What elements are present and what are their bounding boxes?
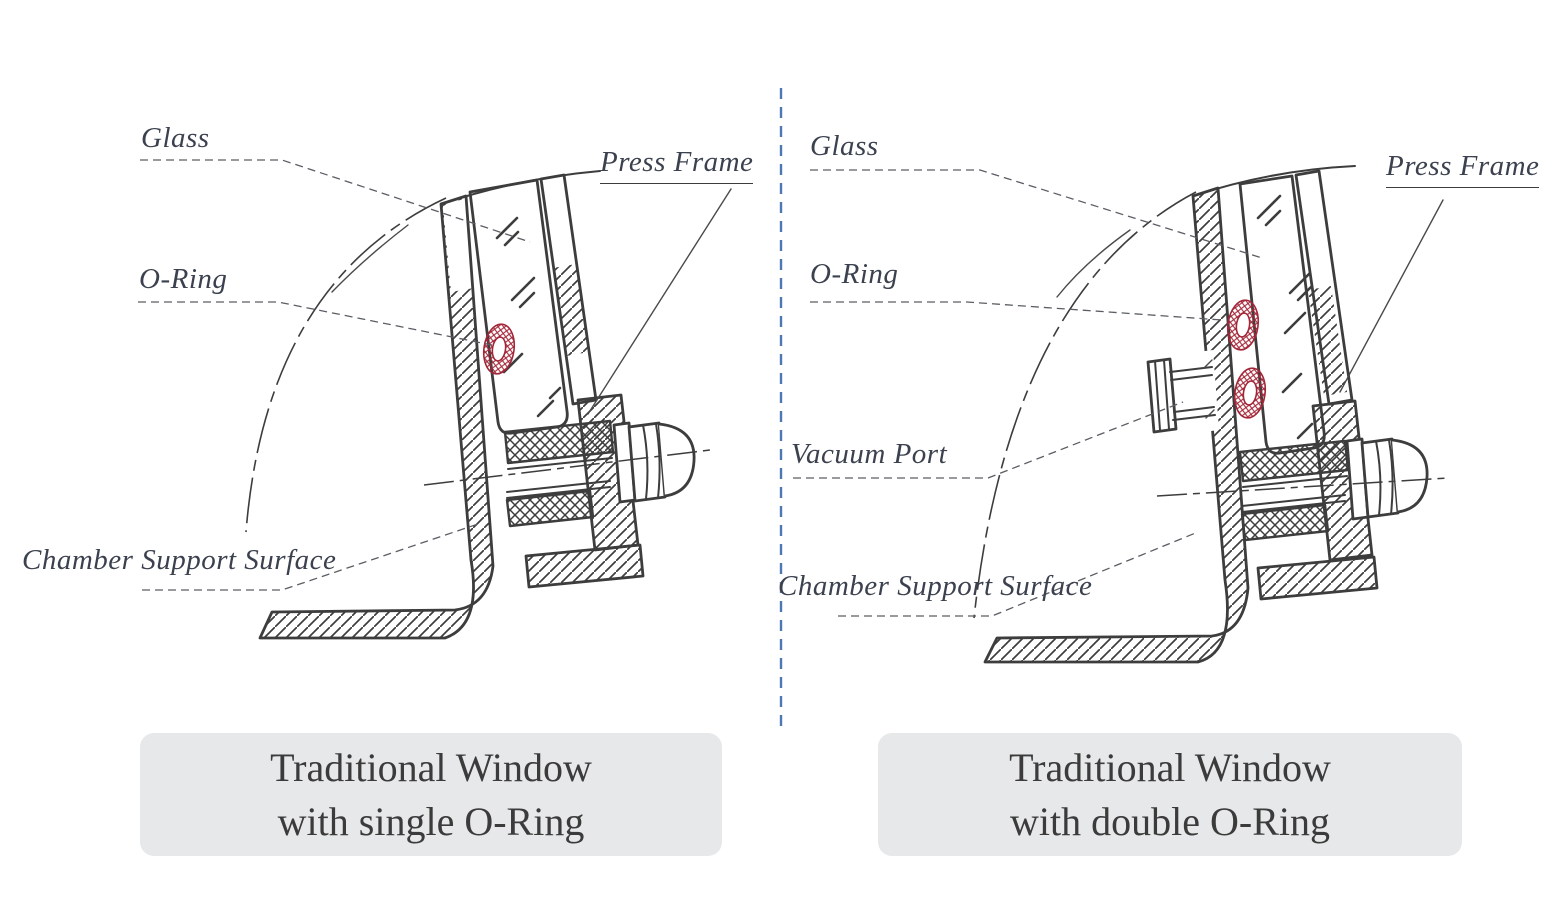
caption-line1: Traditional Window <box>1009 744 1331 790</box>
left-dome-arc <box>245 197 447 533</box>
right-glass-leader <box>810 169 1263 259</box>
label-oring-left: O-Ring <box>139 263 228 295</box>
left-bolt-dome <box>658 422 696 498</box>
label-pressframe-right: Press Frame <box>1386 150 1540 188</box>
caption-line2: with single O-Ring <box>277 798 585 844</box>
right-o-ring-lower <box>1233 367 1267 419</box>
label-oring-right: O-Ring <box>810 258 899 290</box>
label-chamber-support-right: Chamber Support Surface <box>778 570 1093 602</box>
label-pressframe-left: Press Frame <box>600 146 754 184</box>
left-oring-leader <box>138 301 493 346</box>
left-chamber-cross-section <box>138 159 732 640</box>
right-oring-leader <box>810 301 1223 321</box>
caption-single-oring: Traditional Window with single O-Ring <box>140 733 722 856</box>
label-vacuum-port-right: Vacuum Port <box>791 438 948 470</box>
left-bolt-shaft <box>506 451 613 499</box>
right-gasket-lower <box>1240 503 1330 542</box>
left-gasket-lower <box>505 489 595 528</box>
label-glass-left: Glass <box>141 122 210 154</box>
label-glass-right: Glass <box>810 130 879 162</box>
right-bolt-shaft <box>1241 469 1348 513</box>
caption-double-oring: Traditional Window with double O-Ring <box>878 733 1462 856</box>
label-chamber-support-left: Chamber Support Surface <box>22 544 337 576</box>
left-o-ring <box>482 323 516 375</box>
caption-line2: with double O-Ring <box>1010 798 1330 844</box>
right-chamber-cross-section <box>793 165 1449 664</box>
left-pressframe-leader <box>587 188 732 415</box>
right-o-ring-upper <box>1226 299 1260 351</box>
right-chamber-leader <box>838 531 1199 617</box>
right-chamber-wall <box>983 186 1250 664</box>
right-vacuum-port <box>1146 350 1219 436</box>
left-glass-leader <box>140 159 531 243</box>
right-dome-arc <box>973 191 1197 619</box>
right-vacuum-leader <box>793 401 1184 479</box>
caption-line1: Traditional Window <box>270 744 592 790</box>
right-bolt-dome <box>1391 438 1429 514</box>
right-pressframe-leader <box>1339 199 1444 393</box>
left-chamber-leader <box>142 523 479 591</box>
